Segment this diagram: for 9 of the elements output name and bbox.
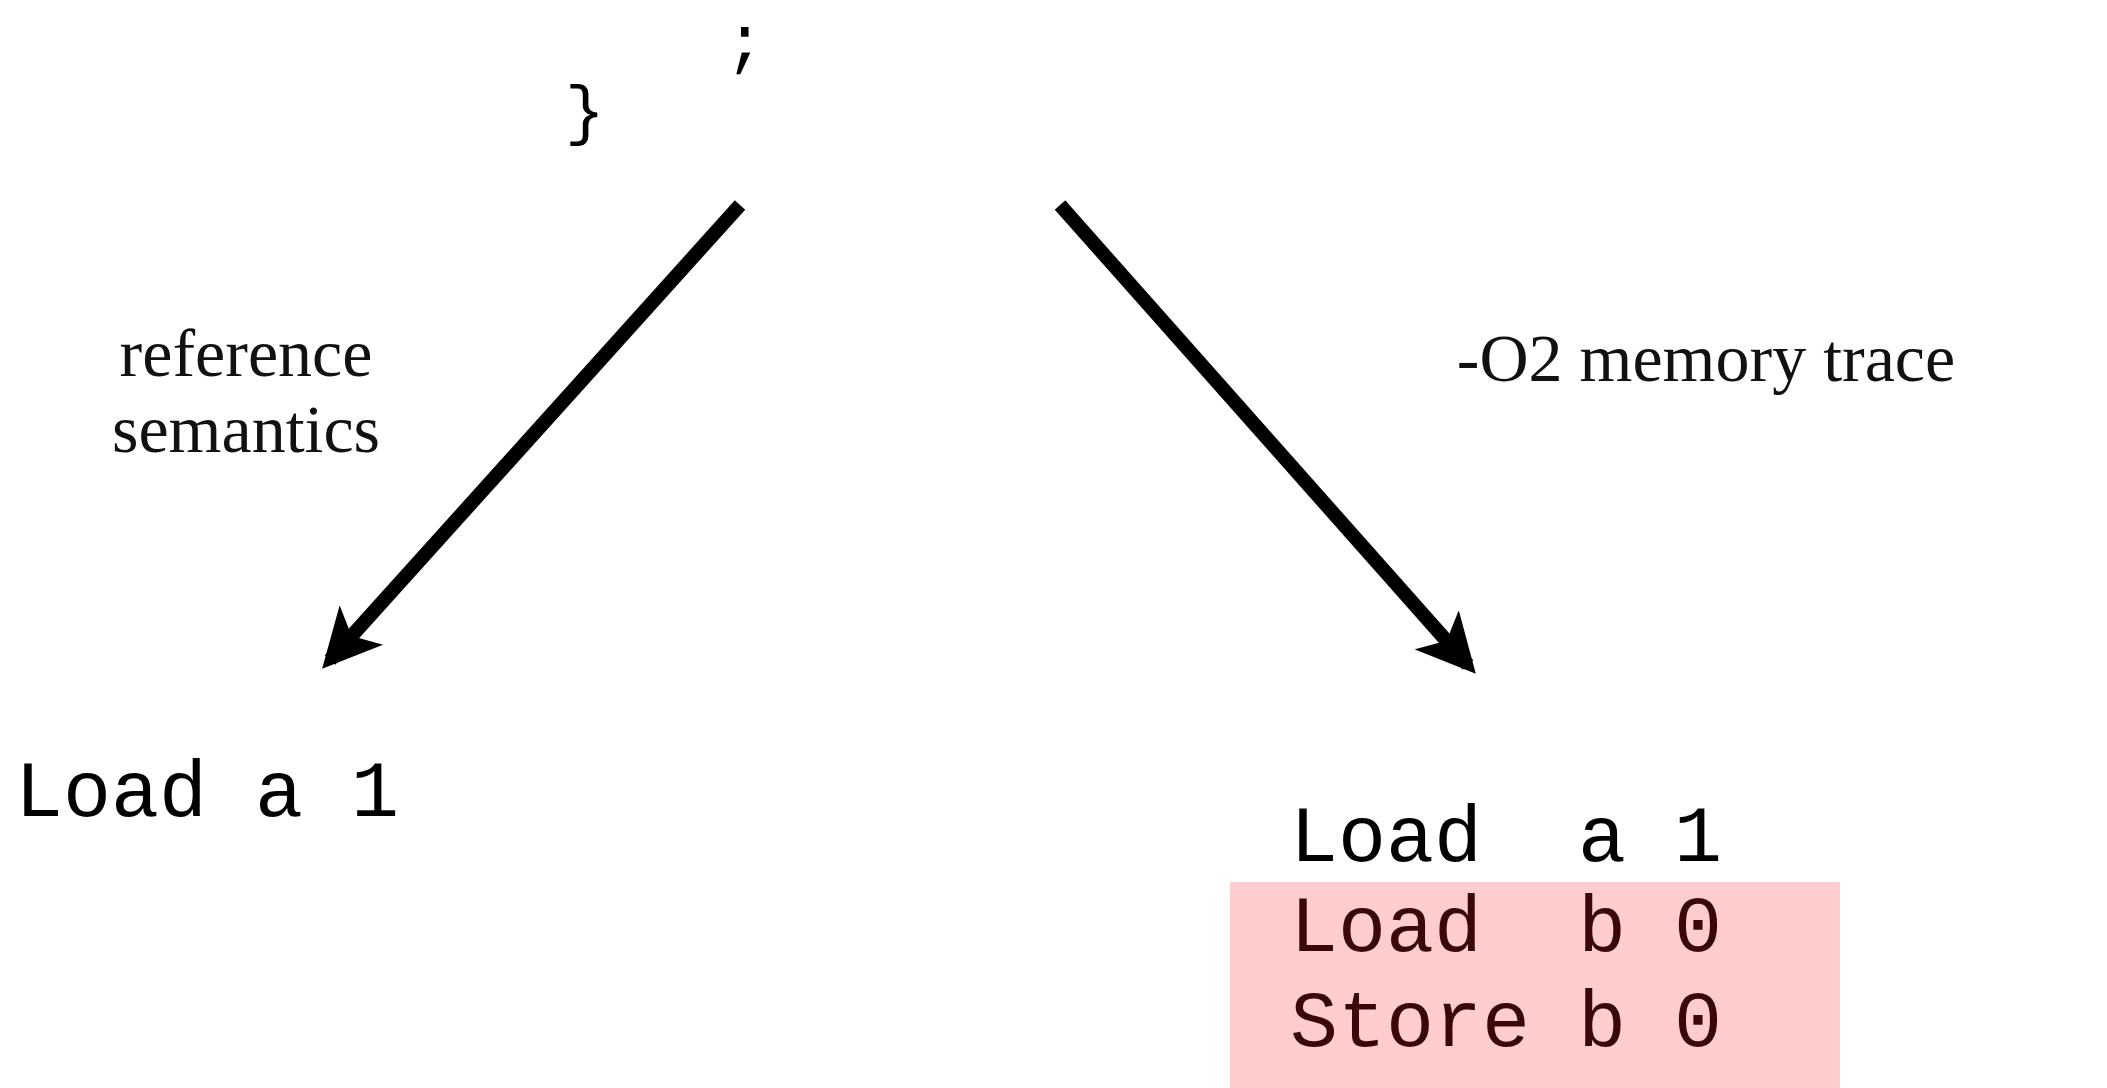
code-line: Load a 1 [1289,795,1724,885]
code-line: Load a 1 [15,750,401,840]
code-line: } [564,80,606,150]
arrow [322,200,746,669]
code-line: Load b 0 [1289,883,1724,977]
code-line: ; [724,10,766,80]
arrow [1054,200,1476,674]
code-line: Store b 0 [1289,978,1724,1072]
highlight-box [1230,882,1840,1088]
